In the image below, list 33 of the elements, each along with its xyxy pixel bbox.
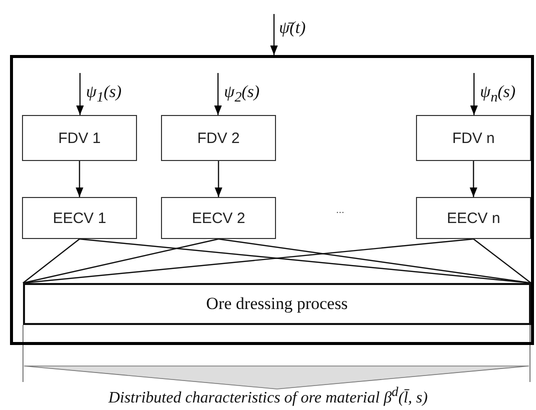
process-box [161, 115, 276, 161]
edge-label: ψ$_{1}$(s) [86, 82, 122, 106]
connector-line [22, 238, 80, 284]
system-frame [10, 55, 534, 345]
ellipsis-text: ... [336, 205, 344, 216]
connector-line [22, 238, 474, 284]
node-text: EECV 2 [192, 210, 246, 226]
node-text: EECV n [446, 210, 500, 226]
process-box [416, 197, 531, 239]
arrow [76, 73, 84, 115]
node-text: FDV 1 [58, 130, 101, 146]
node-text: FDV n [452, 130, 495, 146]
process-box [416, 115, 531, 161]
edge-label: ψ$_{n}$(s) [480, 82, 516, 106]
arrow [470, 73, 478, 115]
process-box [22, 115, 137, 161]
caption: Distributed characteristics of ore material β$^{d}$(l̄, s) [107, 384, 429, 408]
edge-label: ψ$_{2}$(s) [224, 82, 260, 106]
arrow [270, 14, 278, 55]
edge-label: ψ̄(t) [279, 18, 306, 38]
node-text: EECV 1 [52, 210, 106, 226]
node-text: Ore dressing process [206, 294, 348, 314]
arrow [470, 161, 478, 197]
arrow [214, 73, 222, 115]
arrow [214, 161, 222, 197]
connector-line [218, 238, 532, 284]
node-text: FDV 2 [197, 130, 240, 146]
process-box [22, 197, 137, 239]
process-bar [23, 283, 531, 325]
connector-line [473, 238, 532, 284]
arrow [76, 161, 84, 197]
process-box [161, 197, 276, 239]
connector-line [22, 238, 219, 284]
